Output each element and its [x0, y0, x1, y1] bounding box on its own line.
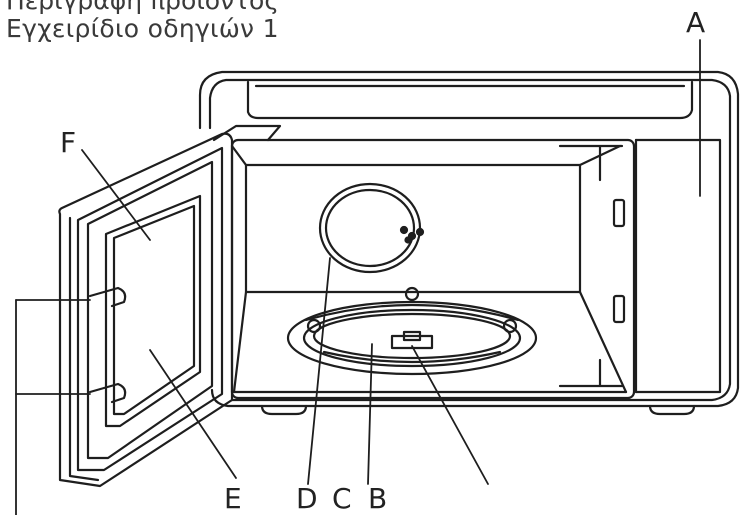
- label-f: F: [60, 126, 76, 159]
- label-a: A: [686, 6, 705, 39]
- label-c: C: [332, 482, 352, 515]
- label-e: E: [224, 482, 242, 515]
- part-labels: A F E D C B: [60, 6, 705, 515]
- leader-lines: [16, 40, 700, 515]
- turntable-tray: [320, 184, 423, 272]
- label-d: D: [296, 482, 318, 515]
- label-b: B: [368, 482, 387, 515]
